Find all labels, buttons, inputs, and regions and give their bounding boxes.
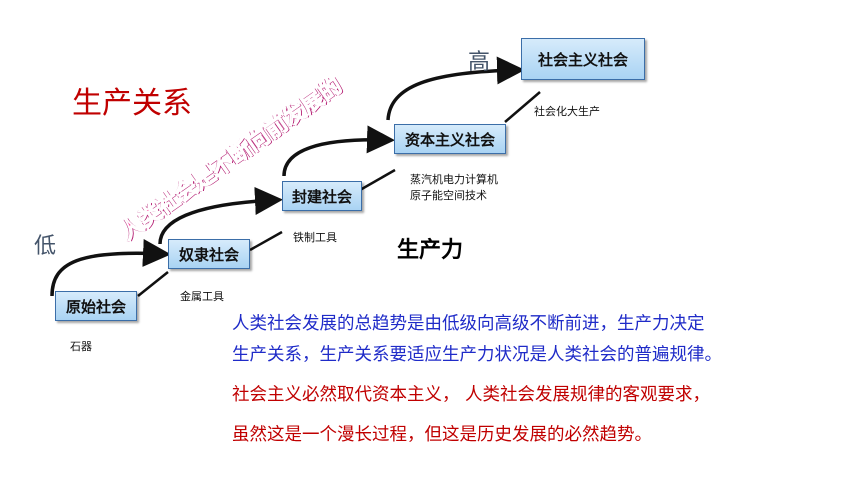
- tool-feudal: 铁制工具: [293, 231, 337, 244]
- stage-feudal: 封建社会: [282, 181, 362, 211]
- high-label: 高: [468, 50, 491, 75]
- arc-arrow-3: [282, 125, 395, 177]
- stage-slave: 奴隶社会: [168, 239, 250, 269]
- stage-primitive: 原始社会: [55, 291, 137, 321]
- link-line-3: [359, 168, 396, 192]
- link-line-4: [504, 91, 541, 123]
- low-label: 低: [34, 234, 57, 259]
- arc-arrow-1: [50, 239, 171, 297]
- link-line-2: [249, 230, 283, 252]
- tool-capitalist-1: 蒸汽机电力计算机: [410, 173, 498, 186]
- tool-socialist: 社会化大生产: [534, 105, 600, 118]
- tool-slave: 金属工具: [180, 290, 224, 303]
- link-line-1: [137, 271, 169, 297]
- summary-line-4: 虽然这是一个漫长过程，但这是历史发展的必然趋势。: [232, 425, 652, 445]
- arc-arrow-4: [386, 56, 525, 121]
- arc-arrow-2: [158, 186, 283, 245]
- title: 生产关系: [72, 86, 192, 121]
- summary-line-2: 生产关系，生产关系要适应生产力状况是人类社会的普遍规律。: [232, 345, 722, 365]
- tool-primitive: 石器: [70, 340, 92, 353]
- stage-capitalist: 资本主义社会: [394, 124, 506, 154]
- productivity-label: 生产力: [397, 238, 464, 263]
- stage-socialist: 社会主义社会: [521, 38, 645, 80]
- summary-line-1: 人类社会发展的总趋势是由低级向高级不断前进，生产力决定: [232, 314, 705, 334]
- summary-line-3: 社会主义必然取代资本主义， 人类社会发展规律的客观要求，: [232, 385, 711, 405]
- tool-capitalist-2: 原子能空间技术: [410, 189, 487, 202]
